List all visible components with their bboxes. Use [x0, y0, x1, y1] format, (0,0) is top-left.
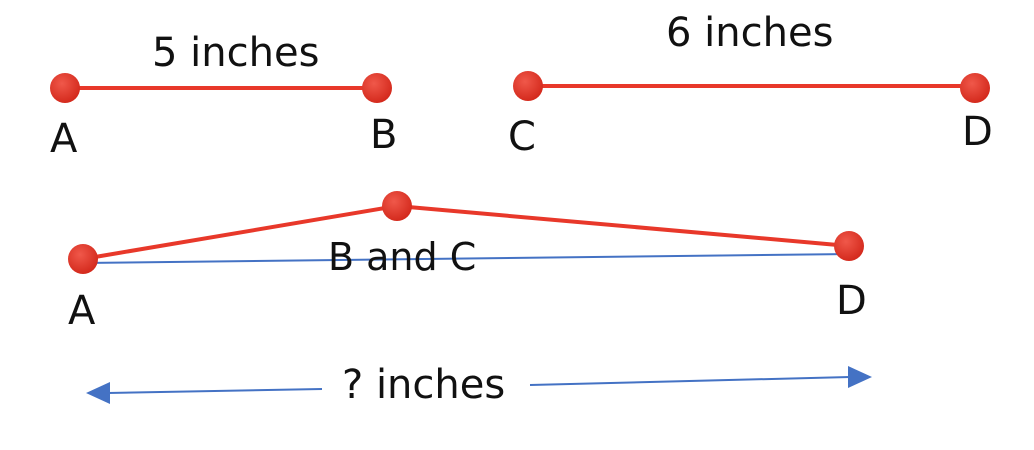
point-a-top [50, 73, 80, 103]
segment-ad-straight [82, 253, 853, 264]
label-b-and-c: B and C [328, 235, 476, 279]
point-a-bottom [68, 244, 98, 274]
label-point-c-top: C [508, 114, 536, 160]
label-ab-length: 5 inches [152, 30, 319, 76]
segment-a-bc [81, 204, 399, 261]
label-cd-length: 6 inches [666, 10, 833, 56]
measure-arrow-right-head [848, 366, 872, 388]
label-point-b-top: B [370, 112, 397, 158]
point-d-bottom [834, 231, 864, 261]
point-d-top [960, 73, 990, 103]
label-unknown-length: ? inches [342, 362, 505, 408]
point-bc [382, 191, 412, 221]
measure-arrow-left-shaft [107, 388, 323, 394]
point-b-top [362, 73, 392, 103]
label-point-d-bottom: D [836, 278, 867, 324]
label-point-d-top: D [962, 109, 993, 155]
segment-bc-d [395, 204, 851, 248]
point-c-top [513, 71, 543, 101]
measure-arrow-right-shaft [529, 376, 851, 386]
label-point-a-top: A [50, 116, 78, 162]
measure-arrow-left-head [86, 382, 110, 404]
label-point-a-bottom: A [68, 288, 96, 334]
